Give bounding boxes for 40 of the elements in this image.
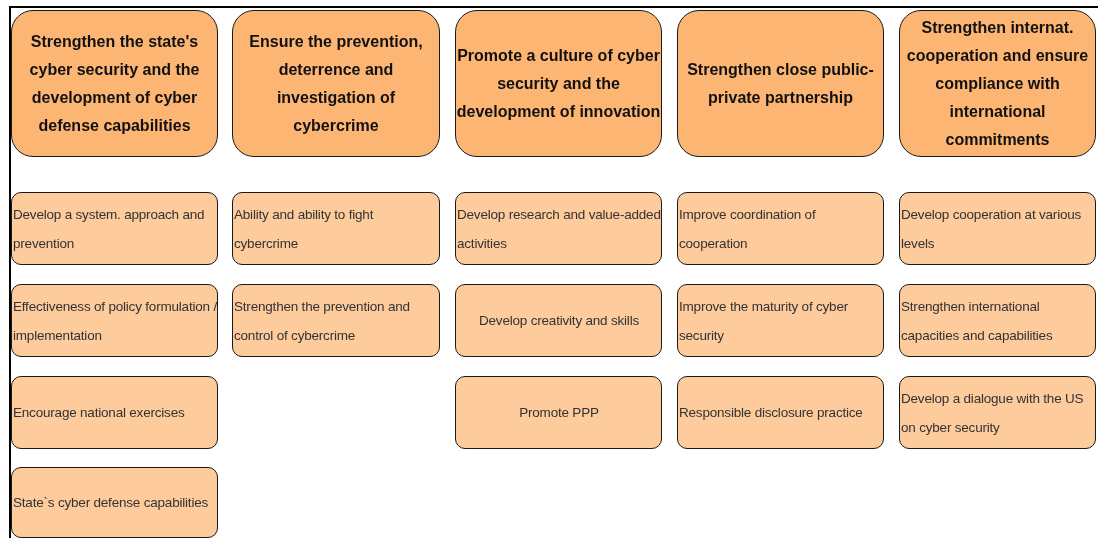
measure-box [232,284,440,357]
measure-box [11,376,218,449]
measure-text: Develop cooperation at various levels [900,205,1083,253]
measure-box [232,192,440,265]
measure-text: Encourage national exercises [12,404,185,422]
measure-box [677,376,884,449]
objective-text: Strengthen the state's cyber security and the development of cyber defense capabilities [28,31,201,136]
objective-text: Promote a culture of cyber security and the development of innovation [456,45,661,122]
objective-box [677,10,884,157]
measure-text: Improve the maturity of cyber security [678,297,849,345]
measure-text: Promote PPP [518,404,599,422]
objective-box [455,10,662,157]
measure-text: Develop a system. approach and prevention [12,205,206,253]
objective-box [232,10,440,157]
objective-box [11,10,218,157]
objective-text: Ensure the prevention, deterrence and investigation of cybercrime [248,31,424,136]
measure-text: State`s cyber defense capabilities [12,494,209,512]
measure-box [899,284,1096,357]
measure-text: Improve coordination of cooperation [678,205,817,253]
measure-box [455,284,662,357]
objective-text: Strengthen close public-private partnership [686,59,875,108]
measure-text: Effectiveness of policy formulation / implementation [12,297,217,345]
measure-text: Strengthen the prevention and control of cybercrime [233,297,411,345]
measure-box [11,284,218,357]
measure-box [11,467,218,538]
measure-box [455,192,662,265]
measure-text: Strengthen international capacities and capabilities [900,297,1054,345]
measure-box [677,284,884,357]
measure-box [677,192,884,265]
objective-text: Strengthen internat. cooperation and ensure compliance with international commitments [905,17,1090,150]
measure-text: Responsible disclosure practice [678,404,863,422]
objective-box [899,10,1096,157]
measure-box [899,376,1096,449]
measure-text: Ability and ability to fight cybercrime [233,205,375,253]
measure-text: Develop creativity and skills [478,312,639,330]
measure-text: Develop research and value-added activities [456,205,661,253]
measure-box [11,192,218,265]
measure-text: Develop a dialogue with the US on cyber security [900,389,1085,437]
measure-box [455,376,662,449]
measure-box [899,192,1096,265]
